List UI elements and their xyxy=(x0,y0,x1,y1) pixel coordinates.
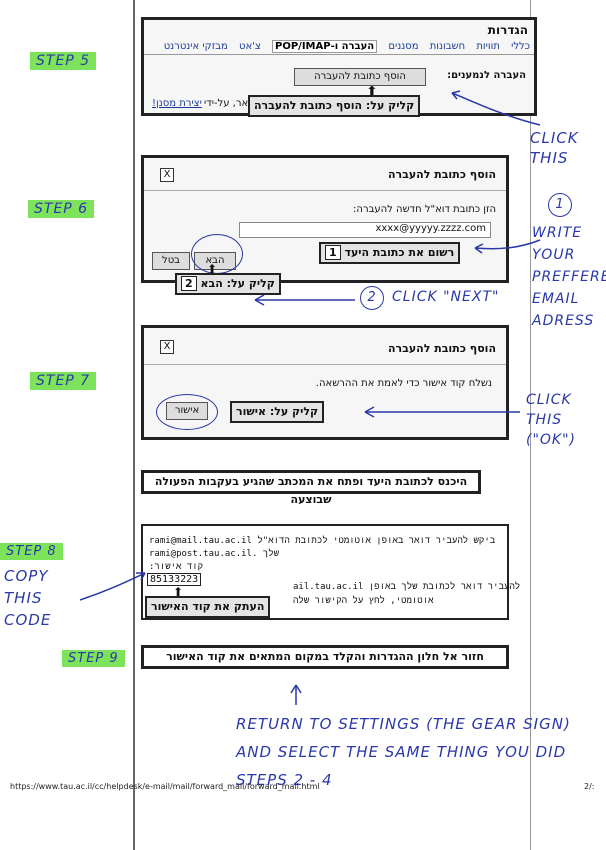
tab-accounts[interactable]: חשבונות xyxy=(429,41,466,52)
settings-tabs: כללי תוויות חשבונות מסננים העברה ו-POP/I… xyxy=(156,40,530,53)
create-filter-link[interactable]: יצירת מסנן! xyxy=(152,98,202,109)
step7-callout: קליק על: אישור xyxy=(230,401,325,423)
email-message-frame: rami@mail.tau.ac.il ביקש להעביר דואר באו… xyxy=(141,524,520,620)
ok-circle-mark xyxy=(156,394,218,430)
arrowhead-step9 xyxy=(290,684,302,694)
handwritten-click-next: CLICK "NEXT" xyxy=(392,289,500,305)
close-icon[interactable]: X xyxy=(160,340,174,354)
tab-labels[interactable]: תוויות xyxy=(476,41,500,52)
dialog-divider xyxy=(144,364,506,365)
step-5-label: STEP 5 xyxy=(30,52,97,70)
arrow-step8 xyxy=(79,572,146,601)
add-forward-dialog-2: X הוסף כתובת להעברה נשלח קוד אישור כדי ל… xyxy=(141,325,509,440)
margin-line-right xyxy=(530,0,531,850)
step6-callout-1: רשום את כתובת היעד 1 xyxy=(319,242,461,264)
arrow-up-icon: ⬆ xyxy=(173,585,184,599)
email-line-2: rami@post.tau.ac.il. שלך xyxy=(149,549,279,559)
email-line-1-text: ביקש להעביר דואר באופן אוטומטי לכתובת הד… xyxy=(257,536,496,546)
settings-frame: הגדרות כללי תוויות חשבונות מסננים העברה … xyxy=(141,17,537,117)
confirmation-message: נשלח קוד אישור כדי לאמת את ההרשאה. xyxy=(315,378,492,389)
handwritten-copy-code: COPY THIS CODE xyxy=(4,567,52,629)
email-line-5: אוטומטי, לחץ על הקישור שלה xyxy=(293,596,434,606)
email-line-2-email: rami@post.tau.ac.il. xyxy=(149,549,258,559)
dialog-title: הוסף כתובת להעברה xyxy=(387,168,496,181)
close-icon[interactable]: X xyxy=(160,168,174,182)
callout-num-2: 2 xyxy=(181,276,197,291)
email-prompt: הזן כתובת דוא"ל חדשה להעברה: xyxy=(353,204,496,215)
step5-trailing-text: אר, על-ידי xyxy=(204,98,249,109)
footer-url: https://www.tau.ac.il/cc/helpdesk/e-mail… xyxy=(10,782,320,791)
handwritten-num-1: 1 xyxy=(548,193,572,217)
email-line-1: rami@mail.tau.ac.il ביקש להעביר דואר באו… xyxy=(149,536,495,546)
email-field-value: xxxx@yyyyy.zzzz.com xyxy=(375,223,486,234)
arrowhead-step5 xyxy=(451,90,461,100)
add-forward-dialog-1: X הוסף כתובת להעברה הזן כתובת דוא"ל חדשה… xyxy=(141,155,509,283)
tab-chat[interactable]: צ'אט xyxy=(238,41,261,52)
step-8-label: STEP 8 xyxy=(0,543,63,560)
arrow-up-icon: ⬆ xyxy=(366,84,378,100)
tab-forwarding[interactable]: העברה ו-POP/IMAP xyxy=(272,40,378,53)
handwritten-write-note: WRITE YOUR PREFFERED EMAIL ADRESS xyxy=(532,225,606,329)
arrow-step5 xyxy=(451,92,541,126)
handwritten-num-2: 2 xyxy=(360,286,384,310)
email-field[interactable]: xxxx@yyyyy.zzzz.com xyxy=(239,222,491,238)
step6-callout-2: קליק על: הבא 2 xyxy=(175,273,281,295)
handwritten-click-this-1: CLICK THIS xyxy=(530,129,579,167)
email-line-4: ail.tau.ac.il להעביר דואר לכתובת שלך באו… xyxy=(293,582,520,592)
email-line-2-text: שלך xyxy=(262,549,279,559)
handwritten-return-note: RETURN TO SETTINGS (THE GEAR SIGN) AND S… xyxy=(236,715,571,789)
dialog-title: הוסף כתובת להעברה xyxy=(387,342,496,355)
add-forward-address-button[interactable]: הוסף כתובת להעברה xyxy=(294,68,426,86)
email-line-4-email: ail.tau.ac.il xyxy=(293,582,364,592)
arrowhead-step8 xyxy=(136,572,146,581)
arrowhead-step6 xyxy=(474,243,484,254)
step-6-label: STEP 6 xyxy=(28,200,95,218)
forward-label: העברה לנמענים: xyxy=(447,70,526,81)
instruction-box: היכנס לכתובת היעד ופתח את המכתב שהגיע בע… xyxy=(141,470,481,506)
arrow-step6 xyxy=(474,239,541,250)
dialog-divider xyxy=(144,190,506,191)
callout-text-1: רשום את כתובת היעד xyxy=(344,246,455,259)
step-9-label: STEP 9 xyxy=(62,650,125,667)
confirmation-code: 85133223 xyxy=(147,573,202,586)
handwritten-click-this-ok: CLICK THIS ("OK") xyxy=(526,392,577,448)
arrowhead-step7 xyxy=(364,406,375,418)
step5-callout: קליק על: הוסף כתובת להעברה xyxy=(248,95,421,117)
arrowhead-next xyxy=(254,294,265,306)
tab-web-clips[interactable]: מבזקי אינטרנט xyxy=(163,41,228,52)
email-line-1-email: rami@mail.tau.ac.il xyxy=(149,536,252,546)
email-line-4-text: להעביר דואר לכתובת שלך באופן xyxy=(368,582,521,592)
step9-box: חזור אל חלון ההגדרות והקלד במקום המתאים … xyxy=(141,645,509,669)
tab-general[interactable]: כללי xyxy=(511,41,530,52)
tabs-divider xyxy=(144,54,534,55)
step-7-label: STEP 7 xyxy=(30,372,97,390)
callout-num-1: 1 xyxy=(325,245,341,260)
code-label: קוד אישור: xyxy=(149,562,204,572)
cancel-button[interactable]: בטל xyxy=(152,252,190,270)
settings-title: הגדרות xyxy=(487,23,528,37)
step8-callout: העתק את קוד האישור xyxy=(145,596,271,618)
tab-filters[interactable]: מסננים xyxy=(388,41,419,52)
margin-line xyxy=(133,0,135,850)
arrow-up-icon: ⬆ xyxy=(207,262,218,276)
footer-page: 2/: xyxy=(584,782,595,791)
callout-text-2: קליק על: הבא xyxy=(200,277,275,290)
